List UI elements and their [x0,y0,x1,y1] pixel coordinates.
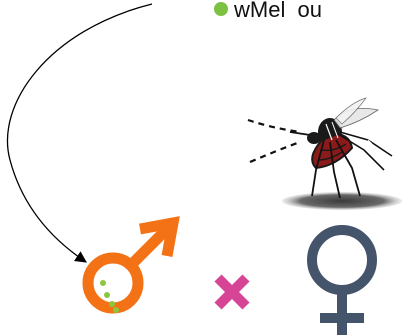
mosquito-shadow [282,192,402,210]
wmel-label-text: wMel ou [233,0,322,22]
wolbachia-speckle [113,307,119,313]
wolbachia-speckle [104,292,110,298]
wmel-label: wMel ou [214,0,322,22]
wolbachia-speckle [100,280,106,286]
wolbachia-speckle [109,301,115,307]
mosquito-icon [247,97,402,210]
male-symbol-icon [82,216,180,314]
cross-icon [214,274,250,310]
female-symbol-icon [307,225,377,335]
wmel-dot-icon [214,2,228,16]
transfer-arrow [6,3,153,263]
